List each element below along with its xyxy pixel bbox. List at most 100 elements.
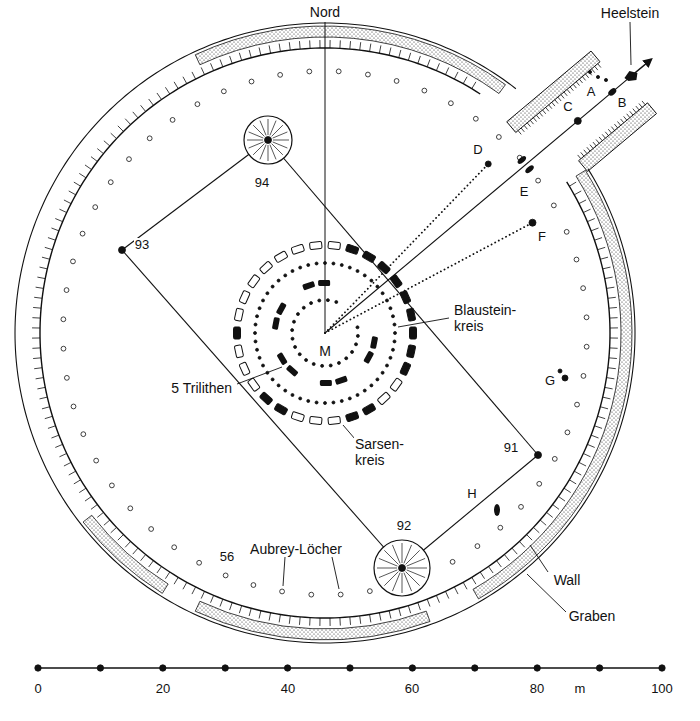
scale-dot bbox=[222, 665, 228, 671]
avenue-hatch bbox=[570, 87, 573, 91]
bluestone bbox=[370, 384, 373, 387]
bluestone bbox=[256, 348, 259, 351]
sarsen-stone bbox=[291, 244, 305, 254]
bank-hatch bbox=[32, 317, 40, 318]
bank-hatch bbox=[239, 606, 241, 614]
aubrey-hole bbox=[94, 458, 99, 463]
stone-f bbox=[529, 219, 536, 226]
bank-hatch bbox=[33, 307, 41, 309]
bank-hatch bbox=[606, 287, 614, 288]
bluestone bbox=[391, 348, 394, 351]
inner-bluestone bbox=[310, 302, 313, 305]
bank-hatch bbox=[118, 126, 124, 132]
bank-hatch bbox=[118, 535, 124, 541]
bank-hatch bbox=[488, 566, 493, 573]
aubrey-hole bbox=[149, 527, 154, 532]
aubrey-hole bbox=[422, 88, 427, 93]
bluestone bbox=[299, 266, 302, 269]
inner-bluestone bbox=[294, 345, 297, 348]
stone-letter: H bbox=[466, 487, 477, 502]
heel-stone bbox=[624, 71, 637, 81]
avenue-hatch bbox=[546, 107, 549, 111]
inner-bluestone bbox=[291, 337, 294, 340]
stone-letter: C bbox=[562, 100, 573, 115]
mound-hatch bbox=[377, 568, 397, 569]
bank-hatch bbox=[339, 618, 340, 626]
bank-hatch bbox=[418, 56, 421, 64]
aubrey-hole bbox=[552, 456, 557, 461]
feature-label: Blaustein- kreis bbox=[453, 302, 525, 334]
bluestone bbox=[315, 262, 318, 265]
mound-hatch bbox=[402, 543, 403, 563]
trilithon-stone bbox=[286, 365, 299, 377]
bank-hatch bbox=[339, 40, 340, 48]
bank-hatch bbox=[609, 307, 617, 309]
bank-hatch bbox=[497, 561, 502, 567]
scale-number: 40 bbox=[280, 682, 296, 697]
bank-hatch bbox=[36, 378, 44, 379]
avenue-hatch bbox=[564, 92, 567, 96]
sarsen-stone bbox=[239, 290, 250, 304]
bluestone bbox=[307, 264, 310, 267]
bluestone bbox=[356, 393, 359, 396]
bank-hatch bbox=[45, 416, 53, 418]
bank-hatch bbox=[48, 426, 56, 429]
bank-hatch bbox=[104, 520, 110, 525]
avenue-hatch bbox=[576, 82, 579, 86]
aubrey-hole bbox=[496, 135, 501, 140]
mound-hatch bbox=[268, 119, 269, 135]
avenue-hatch bbox=[590, 145, 593, 149]
avenue-hatch bbox=[549, 105, 552, 109]
aubrey-hole bbox=[251, 583, 256, 588]
sarsen-stone bbox=[274, 251, 288, 263]
aubrey-hole bbox=[71, 404, 76, 409]
bank-hatch bbox=[569, 480, 576, 484]
aubrey-hole bbox=[195, 102, 200, 107]
scale-dot bbox=[97, 665, 103, 671]
inner-bluestone bbox=[318, 299, 321, 302]
avenue-hatch bbox=[581, 152, 584, 156]
mound-hatch bbox=[404, 545, 412, 563]
bank-hatch bbox=[527, 535, 533, 541]
bank-hatch bbox=[418, 602, 421, 610]
mound-hatch bbox=[273, 140, 289, 141]
feature-label: Sarsen- kreis bbox=[354, 436, 414, 468]
aubrey-hole bbox=[223, 573, 228, 578]
stone-letter: E bbox=[519, 185, 530, 200]
aubrey-hole bbox=[366, 72, 371, 77]
bank-hatch bbox=[74, 480, 81, 484]
aubrey-hole bbox=[450, 559, 455, 564]
aubrey-hole bbox=[172, 545, 177, 550]
trilithon-stone bbox=[318, 280, 330, 286]
feature-label: Aubrey-Löcher bbox=[249, 541, 343, 557]
bank-hatch bbox=[289, 42, 291, 50]
inner-bluestone bbox=[356, 326, 359, 329]
trilithon-stone bbox=[272, 317, 280, 330]
ditch-stipple bbox=[473, 170, 632, 599]
bank-hatch bbox=[472, 82, 476, 89]
bank-hatch bbox=[279, 44, 280, 52]
scale-dot bbox=[35, 665, 41, 671]
stone-c bbox=[574, 117, 581, 124]
center-label: M bbox=[318, 343, 332, 359]
mound-hatch bbox=[247, 140, 263, 141]
bluestone bbox=[307, 399, 310, 402]
mound-hatch bbox=[402, 573, 403, 593]
inner-bluestone bbox=[351, 350, 354, 353]
sarsen-stone bbox=[362, 403, 376, 415]
bank-hatch bbox=[583, 209, 590, 212]
aubrey-hole bbox=[81, 432, 86, 437]
station-line bbox=[268, 140, 538, 455]
sarsen-stone bbox=[345, 244, 359, 254]
bank-hatch bbox=[42, 257, 50, 259]
scale-number: 80 bbox=[529, 682, 545, 697]
bank-hatch bbox=[399, 50, 401, 58]
bank-hatch bbox=[183, 77, 187, 84]
station-stone bbox=[399, 565, 406, 572]
bank-hatch bbox=[40, 397, 48, 399]
trilithon-stone bbox=[320, 380, 332, 386]
sarsen-stone bbox=[390, 274, 403, 288]
bank-hatch bbox=[591, 228, 598, 231]
bluestone bbox=[385, 299, 388, 302]
bank-hatch bbox=[64, 200, 71, 204]
